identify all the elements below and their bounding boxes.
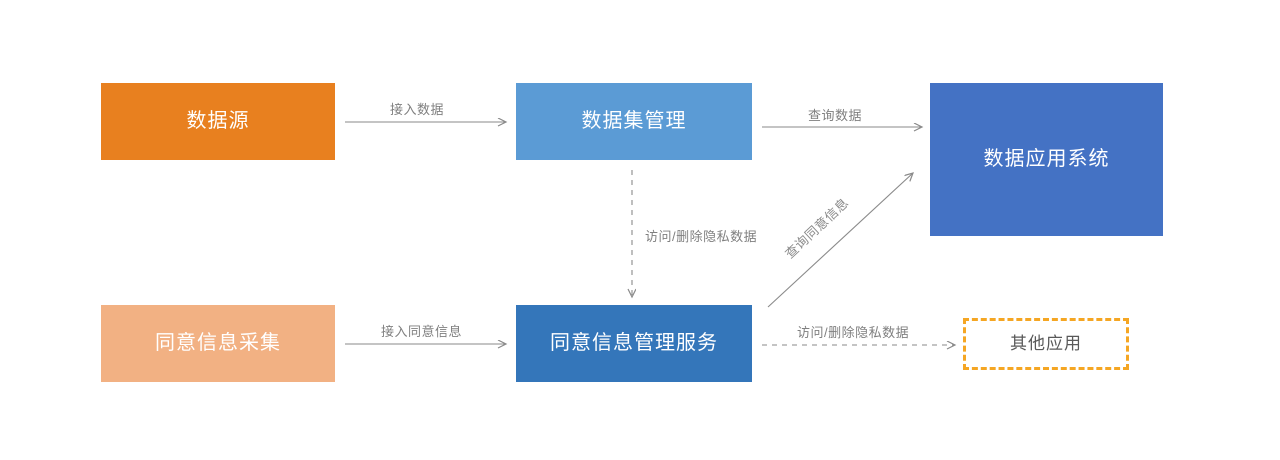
edge-label-query-consent-info: 查询同意信息 [782,195,852,262]
node-other-applications[interactable]: 其他应用 [963,318,1129,370]
node-data-application-system[interactable]: 数据应用系统 [930,83,1163,236]
edge-label-access-delete-private-data-vertical: 访问/删除隐私数据 [645,229,758,244]
node-dataset-management[interactable]: 数据集管理 [516,83,752,160]
node-consent-management-service[interactable]: 同意信息管理服务 [516,305,752,382]
edge-label-access-delete-private-data-horizontal: 访问/删除隐私数据 [797,325,910,340]
edge-label-access-consent-info: 接入同意信息 [381,324,463,339]
edge-label-query-data: 查询数据 [808,108,863,123]
node-data-application-system-label: 数据应用系统 [983,148,1110,170]
node-datasource-label: 数据源 [186,110,250,132]
node-datasource[interactable]: 数据源 [101,83,335,160]
node-consent-collection[interactable]: 同意信息采集 [101,305,335,382]
node-other-applications-label: 其他应用 [1010,334,1082,354]
node-consent-management-service-label: 同意信息管理服务 [550,332,718,354]
node-dataset-management-label: 数据集管理 [581,110,687,132]
edge-label-access-data: 接入数据 [390,102,445,117]
node-consent-collection-label: 同意信息采集 [155,332,281,354]
